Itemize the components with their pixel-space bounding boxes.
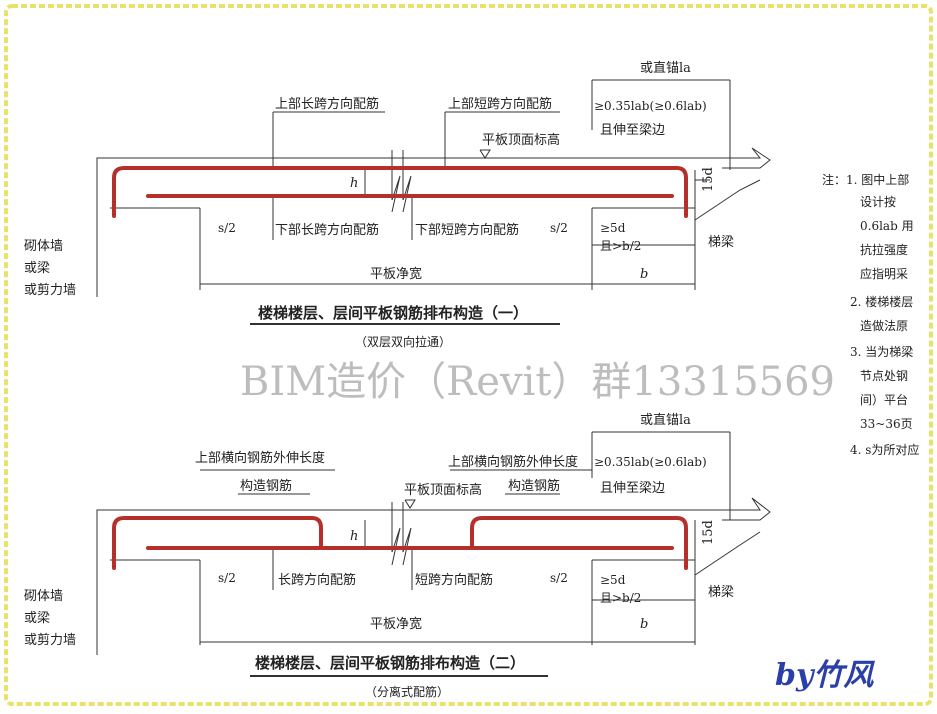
top-bar-2-right: [470, 516, 688, 570]
label-wall-2b: 或梁: [24, 611, 50, 626]
label-top-long: 上部长跨方向配筋: [275, 96, 379, 112]
note-line: 4. s为所对应: [850, 442, 919, 457]
label-long-dir: 长跨方向配筋: [278, 572, 356, 588]
note-line: 造做法原: [860, 318, 908, 333]
label-s2-right-1: s/2: [550, 221, 568, 235]
rebar-2: [112, 516, 688, 570]
label-s2-left-1: s/2: [218, 221, 236, 235]
signature: by竹风: [775, 658, 875, 693]
notes: 注：1. 图中上部 设计按 0.6lab 用 抗拉强度 应指明采 2. 楼梯楼层…: [822, 172, 919, 457]
label-stair-beam-2: 梯梁: [708, 585, 734, 600]
subtitle-1: （双层双向拉通）: [355, 334, 451, 349]
label-anchor-1: 或直锚la: [640, 61, 691, 76]
title-1: 楼梯楼层、层间平板钢筋排布构造（一）: [258, 304, 528, 322]
label-ge5d-1: ≥5d: [600, 221, 626, 235]
label-b-1: b: [640, 267, 648, 282]
label-b-2: b: [640, 617, 648, 632]
label-clear-width-1: 平板净宽: [370, 266, 422, 282]
label-slab-top-1: 平板顶面标高: [482, 132, 560, 148]
note-line: 33~36页: [860, 417, 913, 431]
label-extend-2: ≥0.35lab(≥0.6lab): [594, 455, 707, 469]
subtitle-2: （分离式配筋）: [365, 684, 449, 699]
note-line: 3. 当为梯梁: [850, 344, 913, 359]
diagram-2-labels: 或直锚la ≥0.35lab(≥0.6lab) 且伸至梁边 上部横向钢筋外伸长度…: [24, 413, 734, 699]
label-wall-1c: 或剪力墙: [24, 282, 76, 298]
label-gtb2-1: 且>b/2: [600, 239, 641, 253]
label-wall-2a: 砌体墙: [24, 589, 63, 604]
top-bar-2-left: [112, 516, 323, 570]
label-15d-1: 15d: [701, 167, 716, 192]
note-line: 应指明采: [860, 266, 908, 281]
note-line: 抗拉强度: [860, 242, 908, 257]
label-wall-1b: 或梁: [24, 261, 50, 276]
label-clear-width-2: 平板净宽: [370, 616, 422, 632]
rebar-1: [112, 166, 688, 218]
label-h-1: h: [350, 176, 358, 191]
label-anchor-2: 或直锚la: [640, 413, 691, 428]
label-s2-right-2: s/2: [550, 571, 568, 585]
label-top-trans-right: 上部横向钢筋外伸长度: [448, 454, 578, 470]
note-line: 0.6lab 用: [860, 219, 914, 233]
label-bottom-long: 下部长跨方向配筋: [275, 222, 379, 238]
label-gtb2-2: 且>b/2: [600, 591, 641, 605]
note-line: 节点处钢: [860, 369, 908, 383]
sheet-border: [4, 4, 933, 706]
diagram-1: [96, 79, 771, 297]
label-constr-left: 构造钢筋: [240, 478, 292, 494]
note-line: 设计按: [860, 195, 896, 209]
label-short-dir: 短跨方向配筋: [415, 572, 493, 588]
label-h-2: h: [350, 529, 358, 544]
label-stair-beam-1: 梯梁: [708, 235, 734, 250]
note-line: 注：1. 图中上部: [822, 172, 909, 187]
label-extend2-1: 且伸至梁边: [600, 123, 665, 138]
note-line: 间）平台: [860, 392, 908, 407]
label-ge5d-2: ≥5d: [600, 573, 626, 587]
label-15d-2: 15d: [701, 520, 716, 545]
slab-outline-1: [96, 157, 722, 260]
label-constr-right: 构造钢筋: [508, 478, 560, 494]
top-bar-1: [112, 166, 688, 218]
label-wall-1a: 砌体墙: [24, 239, 63, 254]
label-top-trans-left: 上部横向钢筋外伸长度: [195, 450, 325, 466]
title-2: 楼梯楼层、层间平板钢筋排布构造（二）: [255, 654, 525, 672]
note-line: 2. 楼梯楼层: [850, 294, 913, 309]
label-slab-top-2: 平板顶面标高: [404, 482, 482, 498]
label-wall-2c: 或剪力墙: [24, 632, 76, 648]
label-extend-1: ≥0.35lab(≥0.6lab): [594, 99, 707, 113]
label-bottom-short: 下部短跨方向配筋: [415, 222, 519, 238]
label-s2-left-2: s/2: [218, 571, 236, 585]
watermark: BIM造价（Revit）群13315569: [240, 359, 835, 405]
diagram-1-labels: 或直锚la ≥0.35lab(≥0.6lab) 且伸至梁边 上部长跨方向配筋 上…: [24, 61, 734, 349]
label-extend2-2: 且伸至梁边: [600, 481, 665, 496]
label-top-short: 上部短跨方向配筋: [448, 96, 552, 112]
